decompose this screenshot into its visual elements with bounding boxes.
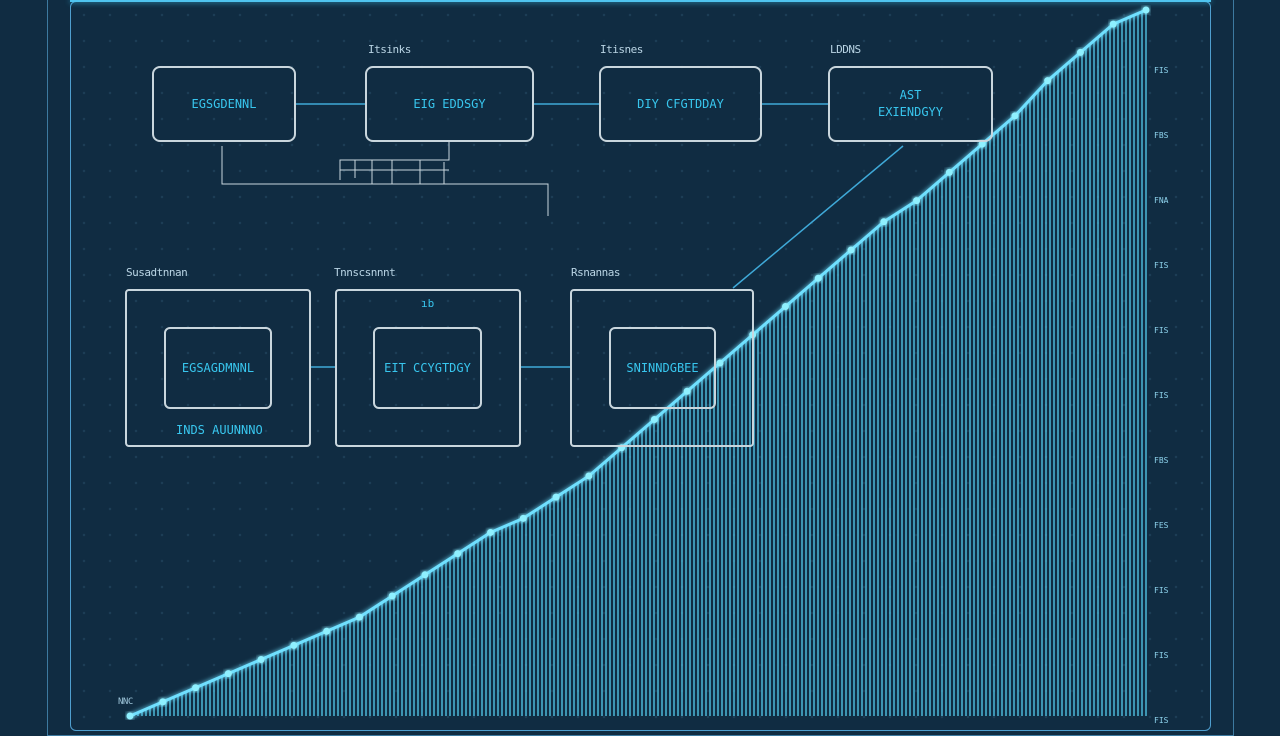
chart-point (1109, 20, 1117, 28)
panel-3[interactable] (570, 289, 754, 447)
node-1[interactable]: EGSGDENNL (152, 66, 296, 142)
header-label-3: LDDNS (830, 43, 861, 56)
panel-header-2: Tnnscsnnnt (334, 266, 396, 279)
node-2-label: EIG EDDSGY (413, 96, 486, 111)
chart-point (421, 571, 429, 579)
header-label-1: Itsinks (368, 43, 411, 56)
chart-point (487, 528, 495, 536)
chart-point (1044, 77, 1052, 85)
node-3[interactable]: DIY CFGTDDAY (599, 66, 762, 142)
node-4-label-line2: EXIENDGYY (877, 105, 944, 119)
tree-connector (221, 142, 549, 216)
panel-2-inner[interactable]: EIT CCYGTDGY (373, 327, 482, 409)
chart-point (1076, 48, 1084, 56)
panel-2[interactable] (335, 289, 521, 447)
top-accent-line (70, 0, 1211, 2)
panel-3-inner-label: SNINNDGBEE (626, 361, 699, 375)
inner-frame (70, 1, 1211, 731)
chart-corner-label: NNC (118, 697, 133, 707)
chart-point (978, 140, 986, 148)
chart-point (1011, 112, 1019, 120)
chart-point (192, 684, 200, 692)
chart-point (290, 641, 298, 649)
right-tick-label: FIS (1154, 326, 1169, 335)
header-label-2: Itisnes (600, 43, 643, 56)
right-tick-label: FBS (1154, 456, 1169, 465)
chart-point (913, 197, 921, 205)
panel-1[interactable] (125, 289, 311, 447)
chart-point (585, 472, 593, 480)
right-tick-label: FIS (1154, 651, 1169, 660)
panel-2-mark: ıb (421, 297, 435, 310)
growth-chart (126, 6, 1150, 720)
chart-point (126, 712, 134, 720)
chart-point (388, 592, 396, 600)
node-4-label-line1: AST (899, 88, 922, 102)
chart-point (355, 613, 363, 621)
chart-point (781, 303, 789, 311)
chart-point (880, 218, 888, 226)
node-4[interactable]: AST EXIENDGYY (828, 66, 993, 142)
panel-1-inner[interactable]: EGSAGDMNNL (164, 327, 272, 409)
chart-point (454, 550, 462, 558)
right-tick-label: FES (1154, 521, 1169, 530)
chart-point (847, 246, 855, 254)
right-tick-label: FIS (1154, 66, 1169, 75)
node-1-label: EGSGDENNL (191, 96, 257, 111)
panel-1-inner-label: EGSAGDMNNL (181, 361, 255, 375)
node-2[interactable]: EIG EDDSGY (365, 66, 534, 142)
chart-point (945, 168, 953, 176)
panel-header-3: Rsnannas (571, 266, 620, 279)
chart-series-line (129, 8, 1147, 718)
chart-point (323, 627, 331, 635)
panel-2-inner-label: EIT CCYGTDGY (384, 361, 471, 375)
right-tick-label: FIS (1154, 586, 1169, 595)
right-tick-label: FIS (1154, 716, 1169, 725)
chart-point (650, 415, 658, 423)
diagram-canvas (126, 6, 1150, 720)
panel-1-caption: INDS AUUNNNO (176, 423, 263, 437)
panel-3-inner[interactable]: SNINNDGBEE (609, 327, 716, 409)
panel-header-1: Susadtnnan (126, 266, 188, 279)
chart-point (814, 274, 822, 282)
chart-point (519, 514, 527, 522)
right-tick-label: FNA (1154, 196, 1169, 205)
right-tick-label: FIS (1154, 261, 1169, 270)
chart-point (716, 359, 724, 367)
chart-point (552, 493, 560, 501)
chart-point (683, 387, 691, 395)
chart-point (224, 670, 232, 678)
right-tick-label: FIS (1154, 391, 1169, 400)
chart-point (159, 698, 167, 706)
chart-point (257, 656, 265, 664)
right-tick-label: FBS (1154, 131, 1169, 140)
node-3-label: DIY CFGTDDAY (637, 96, 724, 111)
connector-diagonal (732, 145, 904, 289)
